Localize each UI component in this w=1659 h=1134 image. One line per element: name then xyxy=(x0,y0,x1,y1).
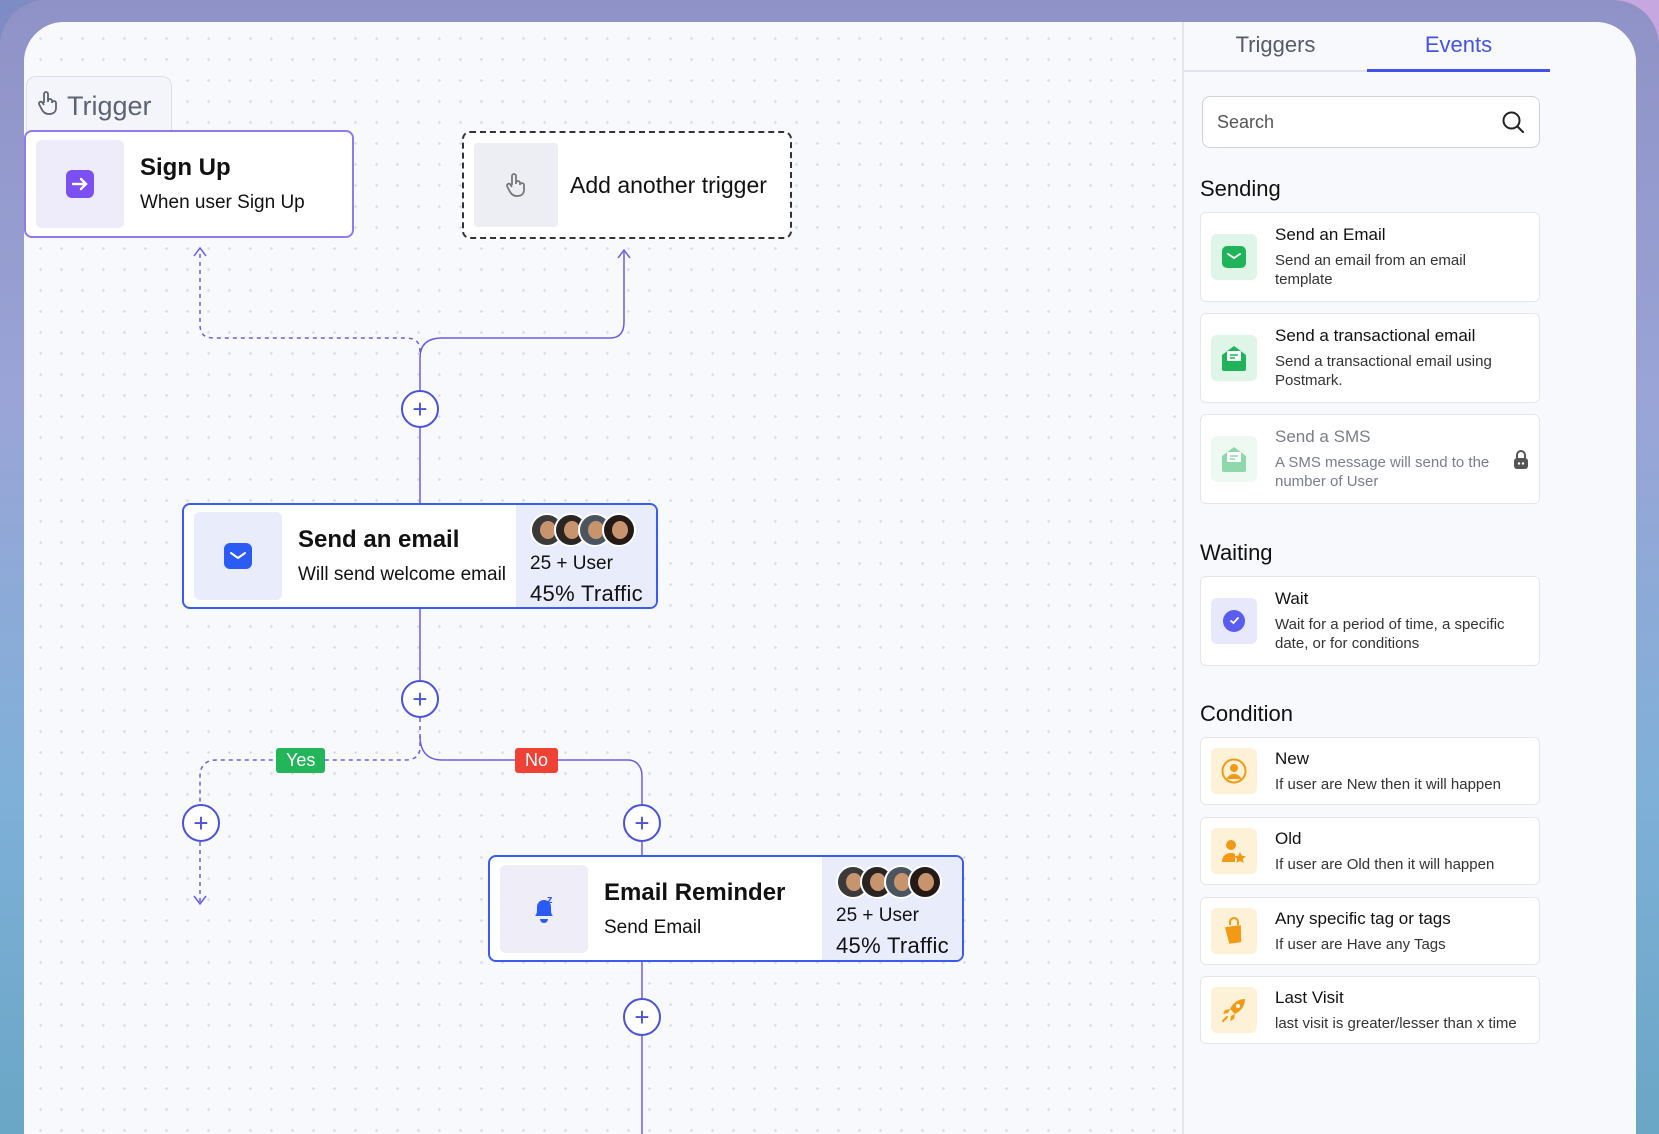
node-stats: 25 + User 45% Traffic xyxy=(516,505,656,607)
node-subtitle: When user Sign Up xyxy=(140,192,305,213)
app-screen: Trigger Sign Up When user Sign Up Add an… xyxy=(24,22,1636,1134)
event-description: If user are Have any Tags xyxy=(1275,935,1446,953)
lock-icon xyxy=(1513,449,1529,474)
node-title: Email Reminder xyxy=(604,878,786,906)
tab-triggers[interactable]: Triggers xyxy=(1235,32,1316,57)
user-avatars xyxy=(530,513,656,549)
event-name: Last Visit xyxy=(1275,987,1344,1007)
event-description: Send a transactional email using Postmar… xyxy=(1275,353,1492,389)
event-description: A SMS message will send to the number of… xyxy=(1275,454,1490,490)
user-star-icon xyxy=(1211,828,1257,874)
branch-yes-label: Yes xyxy=(276,748,326,773)
event-name: Send a SMS xyxy=(1275,427,1371,446)
event-description: Wait for a period of time, a specific da… xyxy=(1275,616,1505,652)
hand-pointer-icon xyxy=(474,143,558,227)
event-name: Any specific tag or tags xyxy=(1275,908,1451,928)
node-title: Send an email xyxy=(298,526,460,553)
node-subtitle: Will send welcome email xyxy=(298,564,507,585)
add-step-no-button[interactable]: + xyxy=(623,804,661,842)
tag-bag-icon xyxy=(1211,908,1257,954)
event-condition-old[interactable]: Old If user are Old then it will happen xyxy=(1200,817,1540,885)
event-condition-last-visit[interactable]: Last Visit last visit is greater/lesser … xyxy=(1200,976,1540,1044)
section-heading-sending: Sending xyxy=(1200,176,1281,201)
trigger-section-tab: Trigger xyxy=(26,76,172,136)
event-send-email[interactable]: Send an Email Send an email from an emai… xyxy=(1200,212,1540,302)
event-description: If user are New then it will happen xyxy=(1275,775,1501,793)
user-circle-icon xyxy=(1211,748,1257,794)
user-avatars xyxy=(836,865,962,901)
traffic-percent: 45% Traffic xyxy=(530,581,643,606)
event-send-transactional-email[interactable]: Send a transactional email Send a transa… xyxy=(1200,313,1540,403)
email-icon xyxy=(1211,234,1257,280)
add-step-button[interactable]: + xyxy=(401,680,439,718)
event-condition-tags[interactable]: Any specific tag or tags If user are Hav… xyxy=(1200,897,1540,965)
section-heading-condition: Condition xyxy=(1200,701,1293,726)
mail-open-icon xyxy=(1211,335,1257,381)
add-step-yes-button[interactable]: + xyxy=(182,804,220,842)
tab-events[interactable]: Events xyxy=(1367,22,1550,72)
svg-text:z: z xyxy=(547,894,553,906)
email-icon xyxy=(194,512,282,600)
branch-no-label: No xyxy=(515,748,559,773)
event-description: If user are Old then it will happen xyxy=(1275,855,1495,873)
sidebar-tabs: Triggers Events xyxy=(1184,22,1550,72)
traffic-percent: 45% Traffic xyxy=(836,933,949,958)
event-wait[interactable]: Wait Wait for a period of time, a specif… xyxy=(1200,576,1540,666)
event-description: last visit is greater/lesser than x time xyxy=(1275,1014,1517,1032)
user-count: 25 + User xyxy=(836,905,919,926)
bell-snooze-icon: z xyxy=(500,864,588,953)
events-sidebar: Triggers Events Sending Send an Email Se… xyxy=(1182,22,1636,1134)
search-box xyxy=(1202,96,1540,148)
action-node-email-reminder[interactable]: z Email Reminder Send Email 25 + User 45… xyxy=(488,855,964,962)
event-name: Wait xyxy=(1275,589,1309,608)
connector-lines xyxy=(193,246,643,1134)
node-stats: 25 + User 45% Traffic xyxy=(822,857,962,960)
user-count: 25 + User xyxy=(530,553,613,574)
node-title: Sign Up xyxy=(140,154,231,181)
avatar xyxy=(908,865,942,899)
search-icon[interactable] xyxy=(1501,110,1525,139)
add-step-button[interactable]: + xyxy=(401,390,439,428)
mail-open-icon xyxy=(1211,436,1257,482)
rocket-icon xyxy=(1211,987,1257,1033)
sign-in-icon xyxy=(36,140,124,228)
event-condition-new[interactable]: New If user are New then it will happen xyxy=(1200,737,1540,805)
event-name: Old xyxy=(1275,828,1302,848)
trigger-node-sign-up[interactable]: Sign Up When user Sign Up xyxy=(24,130,354,238)
node-subtitle: Send Email xyxy=(604,916,702,938)
trigger-section-label: Trigger xyxy=(67,91,152,121)
search-input[interactable] xyxy=(1217,111,1487,133)
avatar xyxy=(602,513,636,547)
add-step-button[interactable]: + xyxy=(623,998,661,1036)
event-name: Send a transactional email xyxy=(1275,326,1476,345)
hand-pointer-icon xyxy=(37,90,59,123)
event-name: Send an Email xyxy=(1275,225,1386,244)
clock-icon xyxy=(1211,598,1257,644)
add-trigger-label: Add another trigger xyxy=(570,171,767,198)
event-name: New xyxy=(1275,748,1310,768)
event-send-sms[interactable]: Send a SMS A SMS message will send to th… xyxy=(1200,414,1540,504)
event-description: Send an email from an email template xyxy=(1275,252,1466,288)
add-trigger-button[interactable]: Add another trigger xyxy=(462,131,792,239)
workflow-canvas[interactable]: Trigger Sign Up When user Sign Up Add an… xyxy=(24,22,1250,1134)
section-heading-waiting: Waiting xyxy=(1200,540,1273,565)
action-node-send-email[interactable]: Send an email Will send welcome email 25… xyxy=(182,503,658,609)
